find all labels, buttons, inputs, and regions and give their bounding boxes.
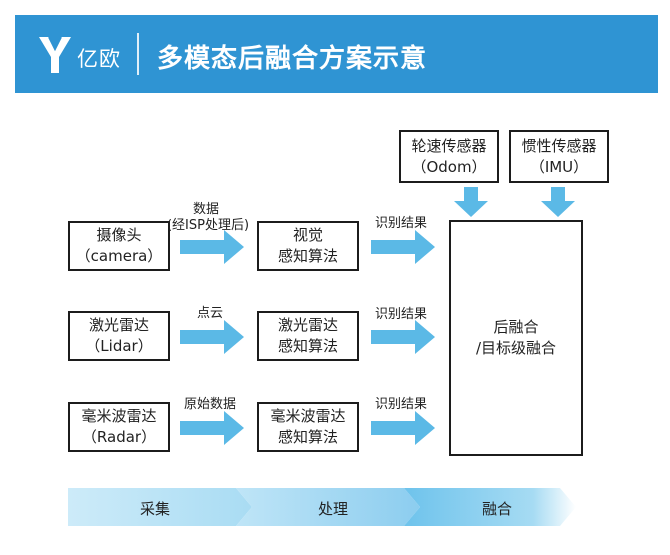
camera-algo-box: 视觉 感知算法: [257, 221, 359, 271]
camera-sensor-name: 摄像头: [96, 226, 142, 244]
radar-sensor-name: 毫米波雷达: [81, 407, 157, 425]
camera-data-label-1: 数据: [192, 202, 219, 217]
stage-label-process: 处理: [318, 500, 349, 518]
radar-sensor-sub: （Radar）: [81, 428, 157, 446]
odom-sensor-sub: （Odom）: [411, 157, 487, 176]
fusion-line-1: 后融合: [493, 318, 539, 336]
radar-algo-line-1: 毫米波雷达: [270, 407, 346, 425]
lidar-sensor-sub: （Lidar）: [85, 337, 153, 355]
header-divider: [137, 33, 139, 75]
camera-result-label: 识别结果: [374, 216, 427, 231]
camera-data-arrow: [180, 230, 244, 264]
imu-sensor-sub: （IMU）: [529, 157, 589, 176]
camera-sensor-box: 摄像头 （camera）: [68, 221, 170, 271]
radar-sensor-box: 毫米波雷达 （Radar）: [68, 402, 170, 452]
stage-label-fusion: 融合: [482, 500, 513, 518]
stage-label-collect: 采集: [140, 500, 171, 518]
radar-result-arrow: [371, 411, 435, 445]
lidar-result-label: 识别结果: [374, 307, 427, 322]
lidar-algo-line-1: 激光雷达: [277, 316, 338, 334]
odom-sensor-box: 轮速传感器 （Odom）: [399, 130, 499, 183]
lidar-algo-box: 激光雷达 感知算法: [257, 311, 359, 361]
radar-algo-box: 毫米波雷达 感知算法: [257, 402, 359, 452]
fusion-line-2: /目标级融合: [475, 339, 557, 357]
fusion-box: 后融合 /目标级融合: [449, 220, 583, 456]
lidar-data-arrow: [180, 320, 244, 354]
stage-process-chevron: [236, 488, 420, 526]
lidar-data-label: 点云: [196, 306, 223, 321]
imu-sensor-box: 惯性传感器 （IMU）: [509, 130, 609, 183]
page-title: 多模态后融合方案示意: [157, 44, 428, 74]
lidar-sensor-box: 激光雷达 （Lidar）: [68, 311, 170, 361]
radar-algo-line-2: 感知算法: [277, 428, 338, 446]
camera-sensor-sub: （camera）: [75, 247, 163, 265]
lidar-algo-line-2: 感知算法: [277, 337, 338, 355]
header-banner: 亿欧 多模态后融合方案示意: [15, 15, 658, 93]
camera-algo-line-1: 视觉: [292, 226, 323, 244]
lidar-result-arrow: [371, 320, 435, 354]
camera-algo-line-2: 感知算法: [277, 247, 338, 265]
imu-down-arrow: [541, 187, 575, 217]
odom-sensor-name: 轮速传感器: [411, 136, 487, 155]
lidar-sensor-name: 激光雷达: [88, 316, 149, 334]
radar-data-label: 原始数据: [183, 397, 236, 412]
odom-down-arrow: [454, 187, 488, 217]
imu-sensor-name: 惯性传感器: [521, 136, 597, 155]
radar-result-label: 识别结果: [374, 397, 427, 412]
stage-fusion-chevron: [404, 488, 576, 526]
radar-data-arrow: [180, 411, 244, 445]
logo-text: 亿欧: [77, 47, 121, 71]
camera-result-arrow: [371, 230, 435, 264]
yiou-logo-icon: [39, 36, 71, 73]
camera-data-label-2: (经ISP处理后): [166, 218, 250, 233]
stage-collect-chevron: [68, 488, 252, 526]
